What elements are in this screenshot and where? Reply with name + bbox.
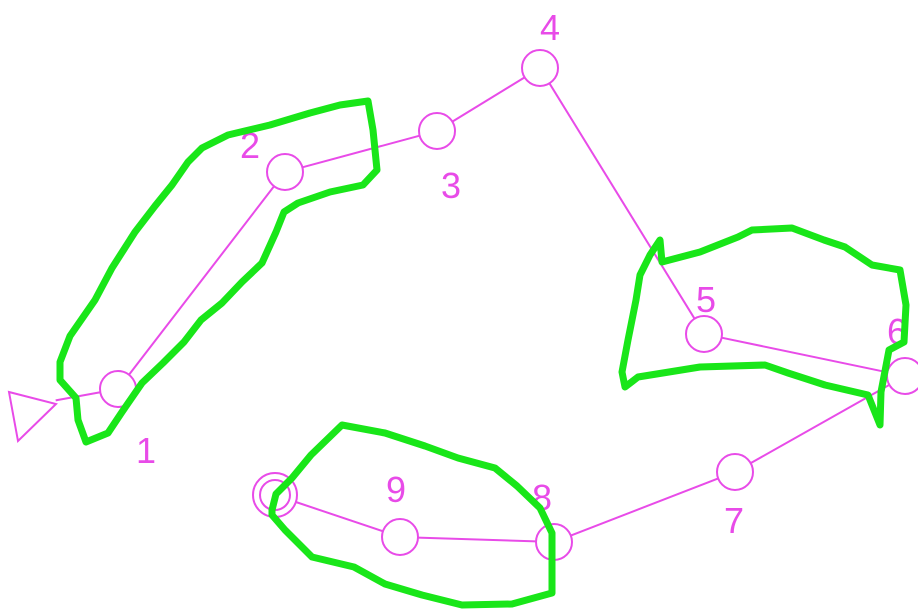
nodes-layer	[7, 49, 918, 561]
edge-n3-n4	[451, 76, 526, 123]
node-label-4: 4	[540, 7, 560, 48]
edge-n1-n2	[128, 185, 275, 376]
node-circle-n4	[521, 49, 559, 87]
node-label-1: 1	[136, 430, 156, 471]
edge-n9-end	[295, 501, 384, 533]
node-label-5: 5	[696, 279, 716, 320]
edge-n5-n6	[721, 336, 888, 374]
node-label-9: 9	[386, 469, 406, 510]
edges-layer	[55, 76, 890, 543]
edge-n7-n8	[570, 477, 719, 537]
node-circle-n9	[381, 518, 419, 556]
node-label-3: 3	[441, 165, 461, 206]
edge-n8-n9	[417, 536, 537, 543]
node-circle-n7	[716, 453, 754, 491]
node-circle-n5	[685, 315, 723, 353]
node-label-2: 2	[240, 125, 260, 166]
node-label-7: 7	[724, 500, 744, 541]
highlight-outline-group-b	[618, 224, 910, 429]
highlight-outline-group-a	[56, 97, 381, 446]
start-triangle-icon	[7, 390, 58, 444]
node-circle-n3	[418, 112, 456, 150]
node-circle-n2	[266, 153, 304, 191]
node-circle-n6	[886, 357, 918, 395]
highlight-outline-group-c	[268, 421, 556, 609]
edge-n2-n3	[302, 134, 420, 169]
edge-n4-n5	[548, 82, 696, 320]
labels-layer: 1 2 3 4 5 6 7 8 9	[136, 7, 907, 541]
highlights-layer	[56, 97, 910, 609]
